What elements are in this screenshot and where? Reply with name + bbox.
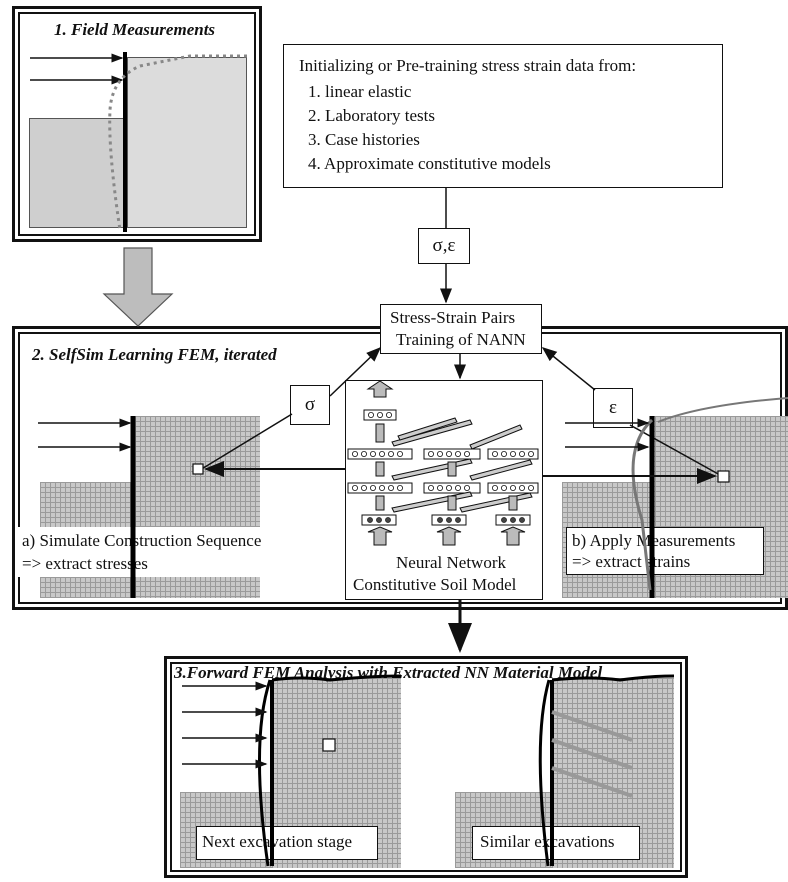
sigma-label: σ bbox=[290, 385, 330, 425]
left-caption-line-2: => extract stresses bbox=[22, 554, 148, 573]
similar-label-box bbox=[472, 826, 640, 860]
similar-label: Similar excavations bbox=[480, 832, 615, 851]
epsilon-label: ε bbox=[593, 388, 633, 428]
left-element-to-sigma bbox=[199, 413, 293, 471]
init-item: 2. Laboratory tests bbox=[308, 106, 435, 125]
forward-right-surface bbox=[551, 674, 675, 682]
sigma-to-pairs-arrow bbox=[329, 346, 382, 397]
sigma-epsilon-label: σ,ε bbox=[418, 228, 470, 264]
init-heading: Initializing or Pre-training stress stra… bbox=[299, 56, 637, 75]
init-item: 4. Approximate constitutive models bbox=[308, 154, 551, 173]
right-caption-box bbox=[566, 527, 764, 575]
init-item: 3. Case histories bbox=[308, 130, 420, 149]
init-item: 1. linear elastic bbox=[308, 82, 412, 101]
field-measurements-panel bbox=[12, 6, 262, 242]
forward-right-tieback bbox=[551, 738, 633, 770]
selfsim-title: 2. SelfSim Learning FEM, iterated bbox=[32, 345, 277, 364]
left-caption-line-1: a) Simulate Construction Sequence bbox=[22, 531, 262, 550]
right-surface-line bbox=[657, 397, 788, 423]
forward-title: 3.Forward FEM Analysis with Extracted NN… bbox=[174, 663, 603, 682]
forward-left-surface bbox=[271, 674, 402, 682]
field-measurement-curve bbox=[108, 54, 247, 231]
field-measurements-title: 1. Field Measurements bbox=[54, 20, 216, 39]
right-caption-line-2: => extract strains bbox=[572, 552, 691, 571]
stress-strain-pairs-box bbox=[380, 304, 542, 354]
next-stage-label-box bbox=[196, 826, 378, 860]
pairs-line-2: Training of NANN bbox=[396, 330, 526, 349]
forward-right-wall-deflection bbox=[538, 679, 551, 867]
flow-arrow-1-to-2 bbox=[102, 247, 174, 327]
left-sample-element bbox=[192, 463, 204, 475]
right-element-to-epsilon bbox=[629, 424, 721, 476]
soil-surface-right bbox=[127, 57, 247, 228]
right-measured-deflection bbox=[631, 418, 654, 591]
left-caption-box bbox=[18, 527, 310, 577]
nn-caption-line-2: Constitutive Soil Model bbox=[353, 575, 517, 594]
forward-left-wall-deflection bbox=[258, 679, 272, 867]
initialization-box bbox=[283, 44, 723, 188]
neural-network-input-nodes bbox=[367, 517, 525, 523]
pairs-line-1: Stress-Strain Pairs bbox=[390, 308, 516, 327]
neural-network-nodes bbox=[351, 411, 535, 491]
epsilon-to-pairs-arrow bbox=[541, 347, 596, 391]
forward-fem-panel bbox=[164, 656, 688, 878]
nn-caption-line-1: Neural Network bbox=[396, 553, 506, 572]
right-sample-element bbox=[717, 470, 730, 483]
forward-right-tieback bbox=[551, 766, 633, 798]
forward-right-tieback bbox=[551, 710, 633, 742]
next-stage-label: Next excavation stage bbox=[202, 832, 353, 851]
forward-sample-element bbox=[322, 738, 336, 752]
